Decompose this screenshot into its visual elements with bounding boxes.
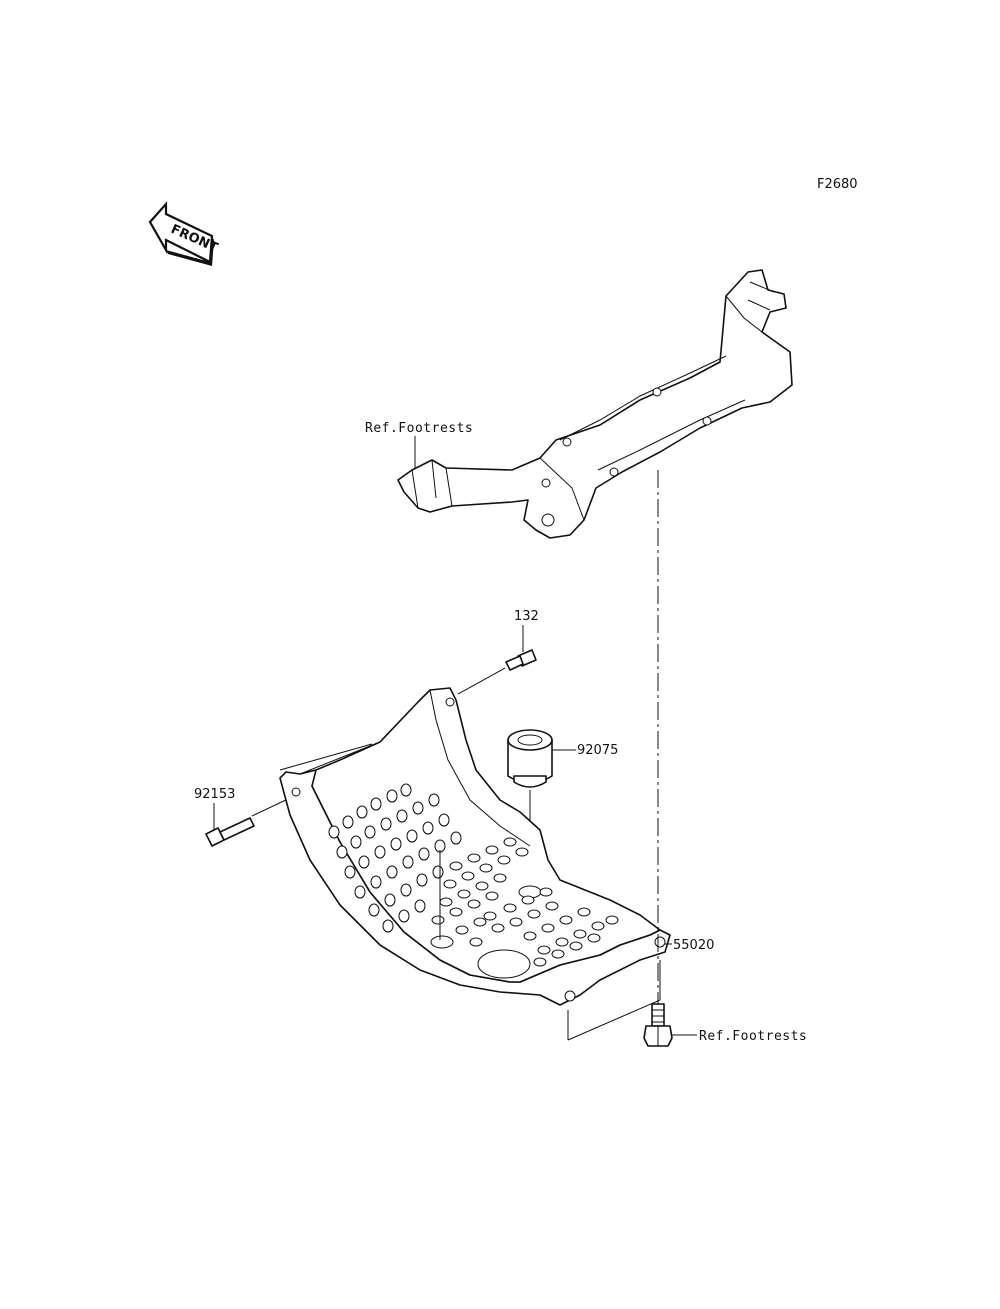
figure-code: F2680 bbox=[817, 177, 858, 192]
part-132-label: 132 bbox=[514, 609, 539, 624]
part-92153-label: 92153 bbox=[194, 787, 235, 802]
mount-line-left bbox=[279, 743, 373, 771]
footrest-frame bbox=[397, 269, 793, 539]
collar-92075 bbox=[507, 729, 553, 788]
bolt-92153-axis bbox=[251, 797, 291, 817]
bolt-92153 bbox=[205, 817, 255, 847]
front-arrow-icon: FRONT bbox=[148, 201, 220, 266]
bolt-132 bbox=[505, 649, 537, 671]
skid-plate-55020 bbox=[279, 687, 671, 1006]
bracket-line-b bbox=[567, 999, 661, 1041]
skid-plate-perforations bbox=[328, 783, 619, 967]
part-55020-label: 55020 bbox=[673, 938, 714, 953]
ref-footrests-lower-label: Ref.Footrests bbox=[699, 1029, 807, 1044]
part-92075-label: 92075 bbox=[577, 743, 618, 758]
bottom-bolt bbox=[643, 1003, 673, 1047]
bolt-132-axis bbox=[457, 667, 506, 695]
ref-footrests-upper-label: Ref.Footrests bbox=[365, 421, 473, 436]
